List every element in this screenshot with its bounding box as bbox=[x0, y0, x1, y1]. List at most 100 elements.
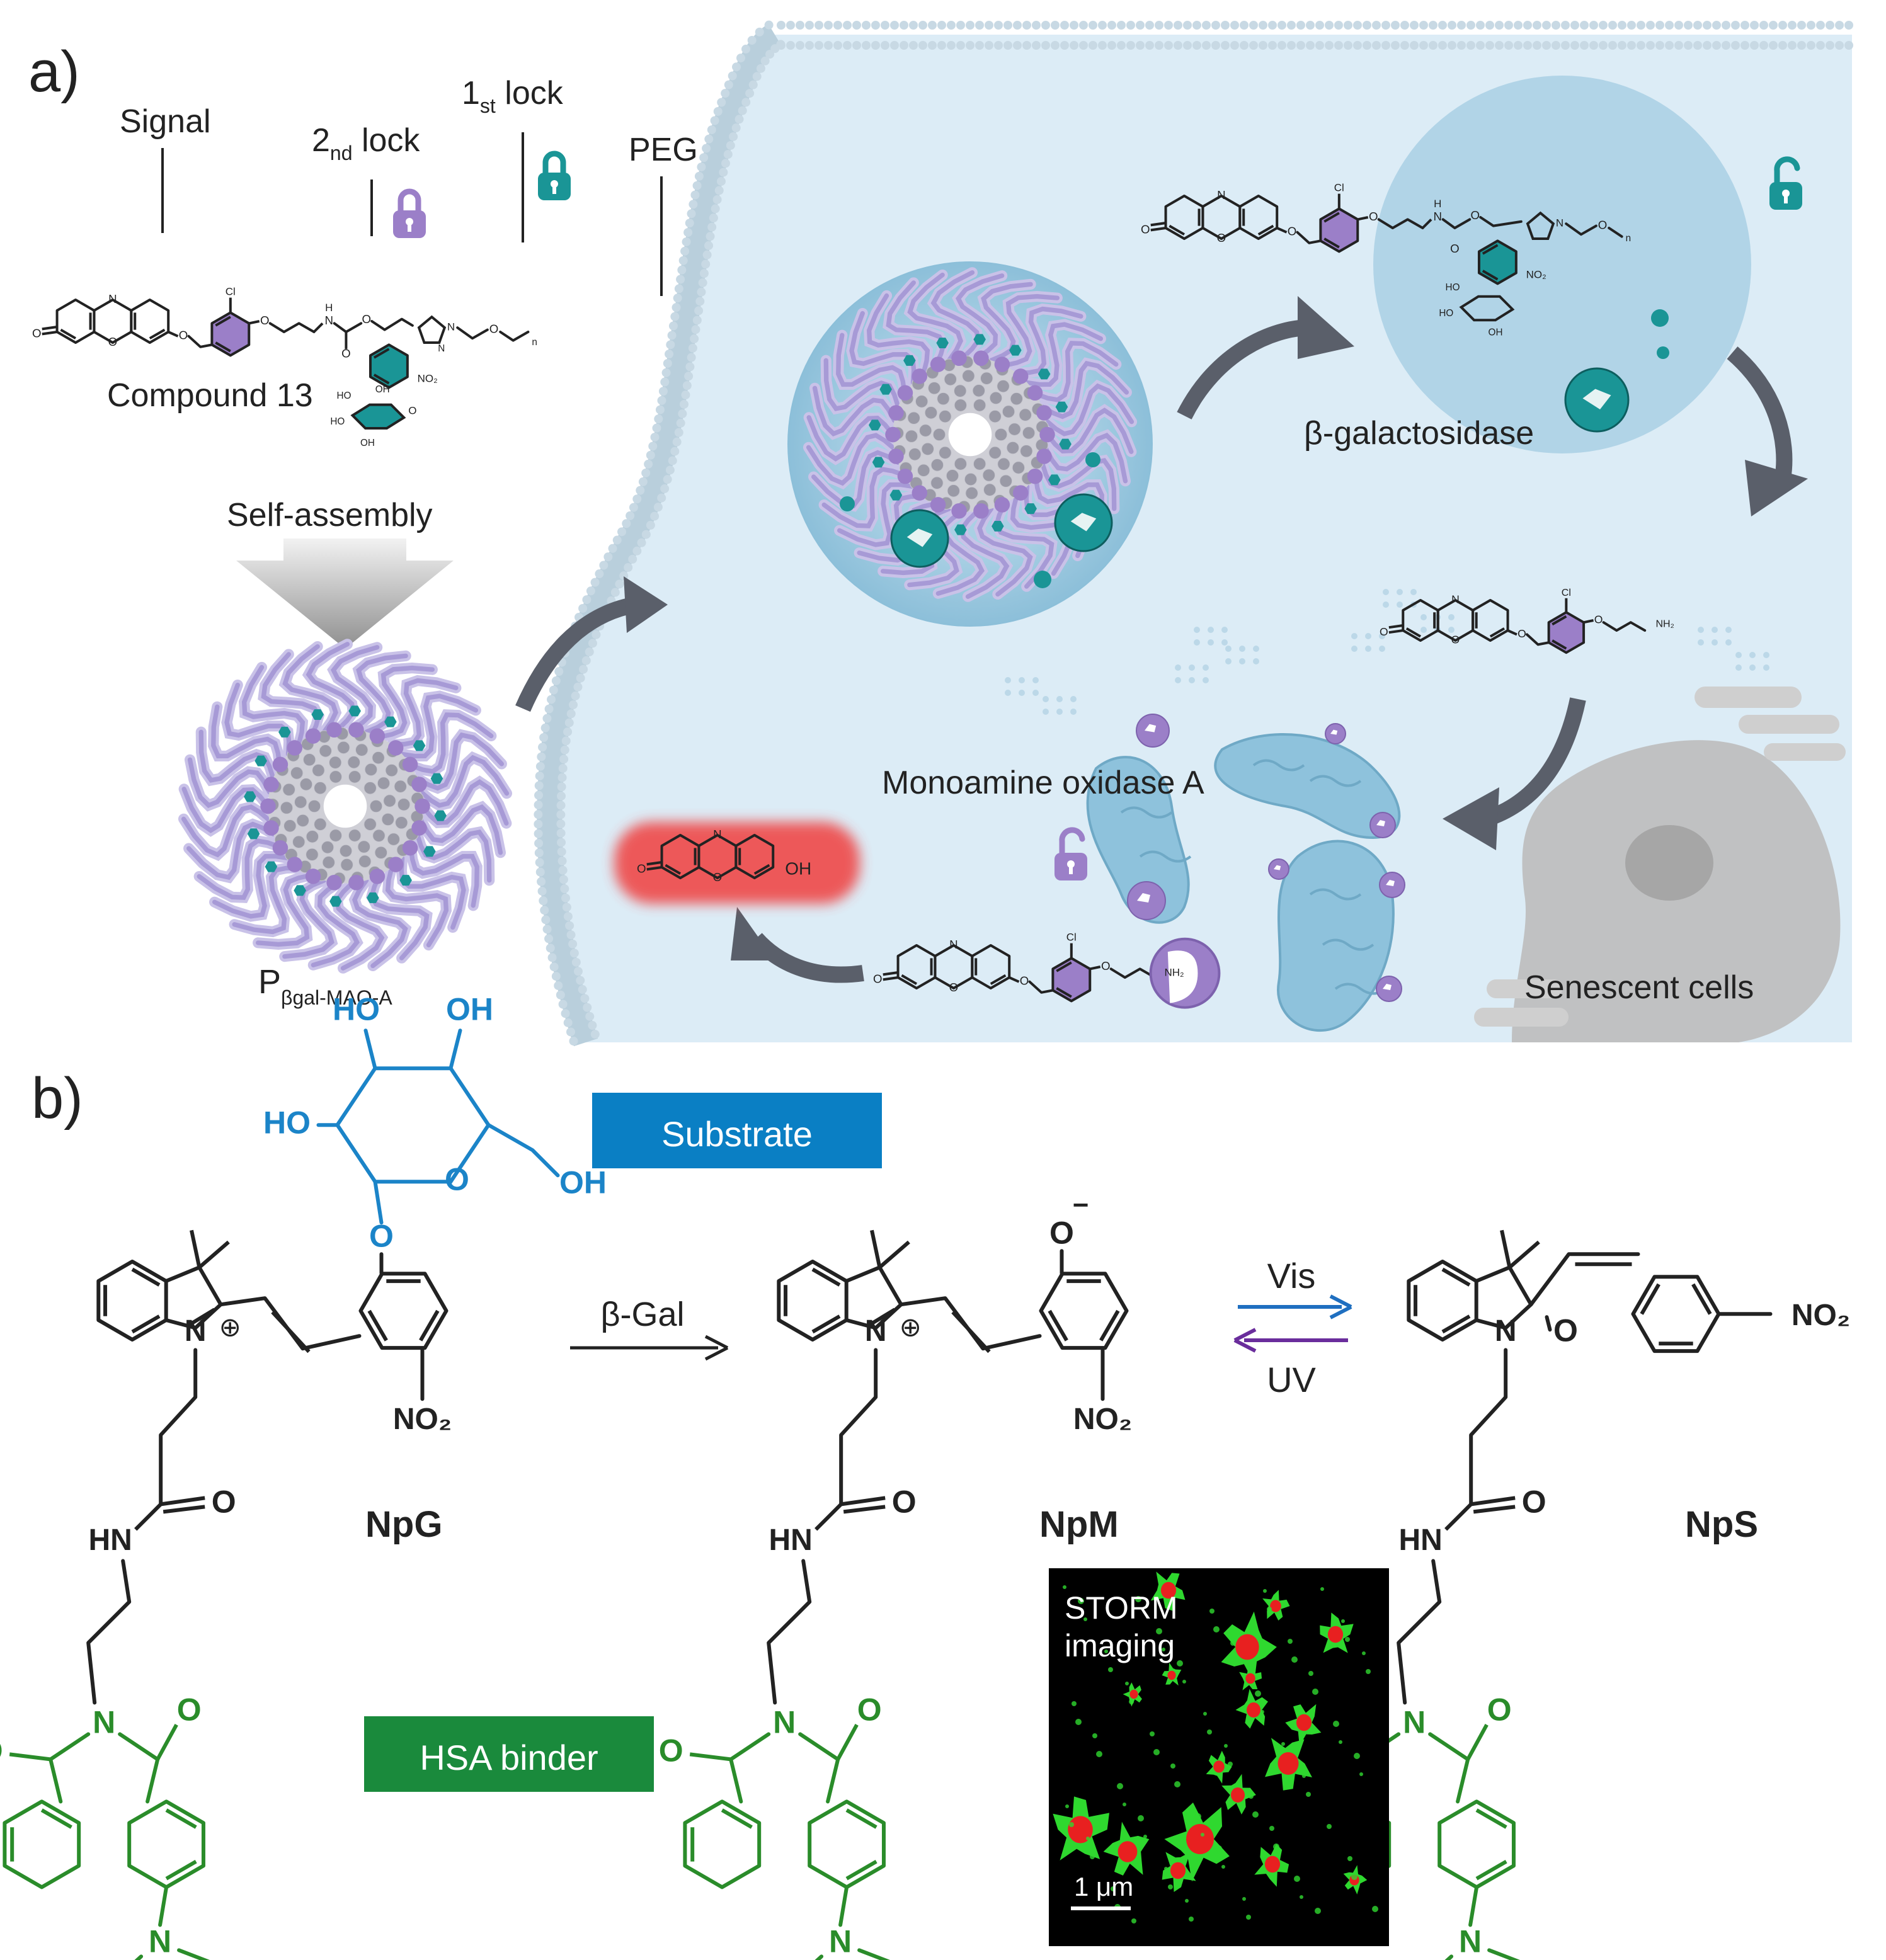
lipid-head bbox=[1060, 21, 1069, 30]
lipid-head bbox=[1306, 41, 1315, 50]
core-bead bbox=[294, 795, 307, 809]
lipid-head bbox=[731, 123, 741, 133]
storm-speckle bbox=[1153, 1749, 1160, 1755]
carbonyl-bond bbox=[646, 861, 662, 866]
lipid-head bbox=[657, 493, 666, 503]
atom-label: OH bbox=[446, 991, 493, 1027]
bond bbox=[187, 334, 214, 348]
lipid-head bbox=[1315, 21, 1324, 30]
lipid-head bbox=[559, 755, 569, 764]
lipid-head bbox=[1646, 21, 1655, 30]
lipid-head bbox=[682, 237, 691, 246]
core-bead bbox=[944, 373, 957, 386]
atom-label: NH₂ bbox=[1164, 967, 1184, 979]
lipid-head bbox=[563, 912, 573, 921]
lipid-head bbox=[881, 21, 889, 30]
lipid-head bbox=[843, 41, 852, 50]
lipid-head bbox=[1778, 21, 1787, 30]
core-bead bbox=[358, 855, 372, 868]
panel-b-label: b) bbox=[31, 1066, 83, 1131]
lipid-head bbox=[719, 168, 728, 177]
storm-signal bbox=[1053, 1571, 1378, 1923]
lipid-head bbox=[1287, 21, 1296, 30]
peg-chain-core bbox=[352, 878, 408, 969]
lipid-head bbox=[668, 456, 677, 465]
npm-label: NpM bbox=[1039, 1504, 1119, 1545]
carbonyl-bond bbox=[1388, 629, 1403, 634]
atom-label: NO₂ bbox=[393, 1403, 452, 1436]
core-bead bbox=[930, 476, 944, 490]
carbonyl-bond bbox=[1466, 1723, 1489, 1760]
purple-lock-unit bbox=[369, 869, 386, 884]
lipid-head bbox=[1788, 41, 1797, 50]
lipid-head bbox=[556, 801, 566, 810]
atom-label: ⊕ bbox=[219, 1312, 241, 1342]
bond bbox=[1602, 621, 1647, 632]
lipid-head bbox=[535, 867, 545, 877]
uv-arrow-head bbox=[1233, 1328, 1257, 1353]
lipid-head bbox=[684, 372, 694, 381]
storm-speckle bbox=[1090, 1854, 1095, 1859]
lipid-head bbox=[1117, 21, 1126, 30]
carbonyl-bond bbox=[883, 976, 898, 981]
lipid-head bbox=[667, 331, 677, 340]
core-bead bbox=[915, 395, 929, 408]
storm-speckle bbox=[1302, 1774, 1306, 1778]
lipid-head bbox=[1353, 21, 1362, 30]
bond bbox=[134, 1503, 163, 1531]
purple-lock-unit bbox=[369, 728, 386, 744]
atom-label: n bbox=[1626, 233, 1632, 244]
lipid-head bbox=[1032, 21, 1041, 30]
lipid-head bbox=[670, 447, 680, 456]
bond bbox=[857, 1948, 891, 1960]
core-bead bbox=[306, 829, 319, 843]
peg-chain-core bbox=[311, 880, 360, 967]
bond bbox=[158, 1885, 169, 1927]
arrow-down-right bbox=[1727, 346, 1793, 481]
lipid-head bbox=[541, 915, 551, 925]
storm-speckle bbox=[1339, 1740, 1342, 1744]
lipid-head bbox=[537, 752, 546, 761]
cytoplasm-speck bbox=[1698, 627, 1704, 633]
cytoplasm-speck bbox=[1725, 639, 1732, 646]
atom-label: N bbox=[1495, 1314, 1517, 1348]
purple-lock-unit bbox=[326, 875, 342, 891]
core-bead bbox=[339, 844, 353, 858]
lipid-head bbox=[871, 21, 880, 30]
ether-bond bbox=[1507, 629, 1517, 636]
lipid-head bbox=[824, 41, 833, 50]
lipid-head bbox=[663, 475, 672, 484]
cytoplasm-speck bbox=[1208, 639, 1214, 646]
purple-lock-unit bbox=[912, 485, 928, 501]
atom-label: N bbox=[93, 1705, 115, 1740]
lipid-head bbox=[665, 350, 674, 359]
lock1-label: 1st lock bbox=[462, 75, 564, 117]
purple-lock-unit bbox=[260, 798, 276, 814]
cytoplasm-speck bbox=[1175, 677, 1181, 683]
lipid-head bbox=[1552, 21, 1560, 30]
double-bond bbox=[753, 863, 770, 875]
enzyme-pocket bbox=[1070, 513, 1097, 532]
lipid-head bbox=[534, 848, 544, 858]
lipid-head bbox=[672, 437, 682, 447]
storm-speckle bbox=[1312, 1689, 1318, 1695]
lipid-head bbox=[947, 21, 956, 30]
lipid-head bbox=[563, 1018, 573, 1027]
core-bead bbox=[292, 835, 306, 849]
peg-chain-core bbox=[255, 872, 314, 947]
bond bbox=[219, 1296, 362, 1351]
atom-label: O bbox=[1141, 222, 1150, 236]
benzene-ring bbox=[1472, 599, 1509, 642]
storm-speckle bbox=[1069, 1822, 1074, 1827]
lipid-head bbox=[556, 810, 566, 819]
lipid-head bbox=[680, 246, 690, 256]
core-bead bbox=[973, 457, 986, 470]
core-bead bbox=[924, 406, 938, 419]
lipid-head bbox=[748, 80, 758, 89]
atom-label: H bbox=[1434, 198, 1441, 210]
lipid-head bbox=[1249, 41, 1258, 50]
lipid-head bbox=[1315, 41, 1324, 50]
lipid-head bbox=[1391, 21, 1400, 30]
lipid-head bbox=[721, 159, 730, 168]
